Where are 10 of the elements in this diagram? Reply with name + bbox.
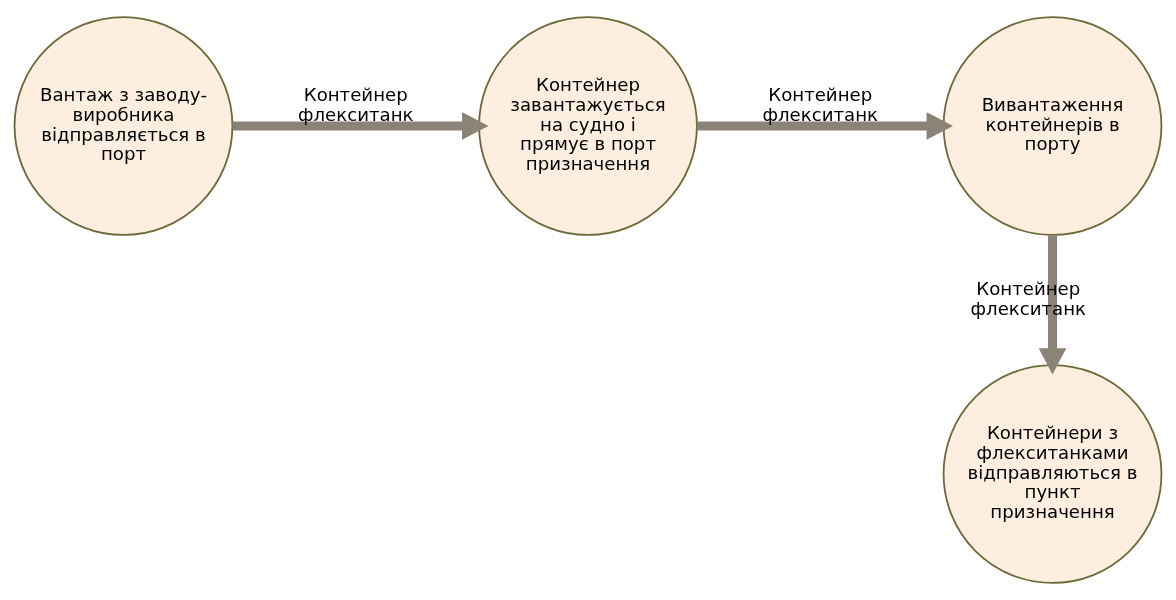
arrow xyxy=(1038,235,1067,375)
arrow xyxy=(232,112,489,140)
node-circle: Вивантаження контейнерів в порту xyxy=(942,16,1163,236)
edge-label: Контейнер флекситанк xyxy=(970,277,1087,319)
edge-label: Контейнер флекситанк xyxy=(297,84,414,125)
node-circle: Контейнери з флекситанками відправляються в пункт призначення xyxy=(942,364,1163,584)
node-circle: Контейнер завантажується на судно і прямує в порт призначення xyxy=(478,16,698,236)
node-circle: Вантаж з заводу-виробника відправляється в порт xyxy=(13,16,234,236)
arrow xyxy=(697,112,953,140)
edge-label: Контейнер флекситанк xyxy=(762,84,879,125)
